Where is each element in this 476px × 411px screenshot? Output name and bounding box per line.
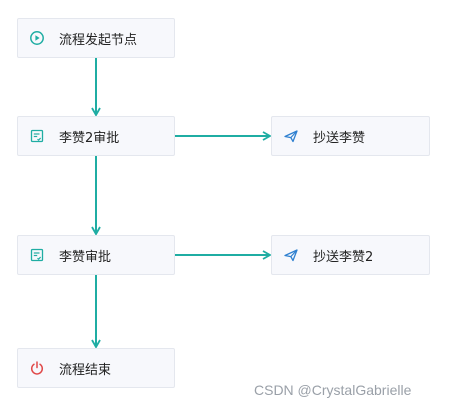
paper-plane-icon — [283, 128, 299, 144]
node-approve-2[interactable]: 李赞审批 — [17, 235, 175, 275]
node-label: 抄送李赞 — [313, 130, 366, 146]
node-label: 李赞2审批 — [59, 130, 120, 146]
node-label: 抄送李赞2 — [313, 249, 374, 265]
node-label: 流程结束 — [59, 362, 112, 378]
paper-plane-icon — [283, 247, 299, 263]
power-icon — [29, 360, 45, 376]
node-end[interactable]: 流程结束 — [17, 348, 175, 388]
node-approve-1[interactable]: 李赞2审批 — [17, 116, 175, 156]
approval-form-icon — [29, 128, 45, 144]
play-circle-icon — [29, 30, 45, 46]
node-label: 流程发起节点 — [59, 32, 138, 48]
watermark: CSDN @CrystalGabrielle — [254, 382, 412, 398]
node-cc-2[interactable]: 抄送李赞2 — [271, 235, 430, 275]
approval-form-icon — [29, 247, 45, 263]
node-start[interactable]: 流程发起节点 — [17, 18, 175, 58]
node-label: 李赞审批 — [59, 249, 112, 265]
node-cc-1[interactable]: 抄送李赞 — [271, 116, 430, 156]
